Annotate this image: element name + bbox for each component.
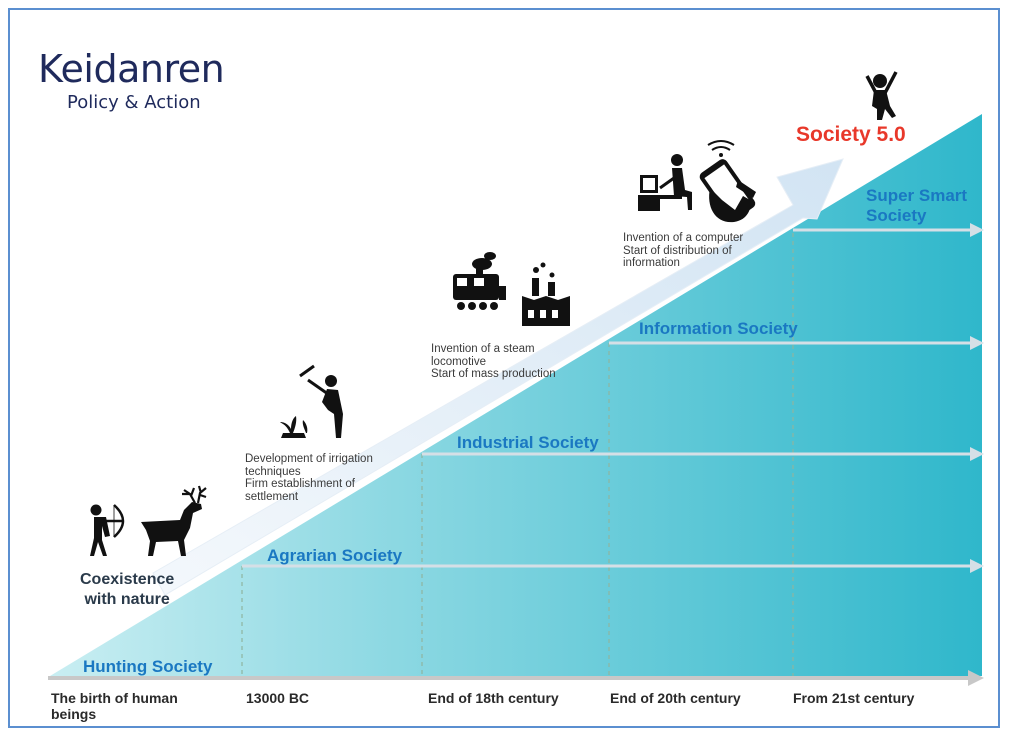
brand-logo: Keidanren [38,47,225,91]
timeline-label-20th-century: End of 20th century [610,690,741,706]
hunting-society-label: Hunting Society [83,657,213,676]
super-smart-line2: Society [866,206,927,225]
timeline-label-21st-century: From 21st century [793,690,915,706]
jumping-person-icon [865,71,898,120]
era-separators [241,233,794,676]
timeline-label-birth: The birth of human beings [51,690,178,722]
smartphone-hand-icon [699,140,756,223]
society-arrows [242,223,984,573]
diagram-frame: Keidanren Policy & Action Hunting Societ… [8,8,1000,728]
industrial-milestone-text: Invention of a steam locomotive Start of… [431,343,556,380]
brand-subtitle: Policy & Action [67,92,201,113]
nature-caption: Coexistence with nature [80,571,175,608]
farmer-hoe-icon [299,364,343,438]
factory-icon [522,262,570,326]
agrarian-society-label: Agrarian Society [267,546,403,565]
deer-icon [141,485,207,556]
progress-arrow [152,158,844,596]
steam-locomotive-icon [453,252,506,310]
timeline-axis [48,670,984,686]
timeline-label-13000bc: 13000 BC [246,690,310,706]
sprout-icon [280,416,308,438]
society-50-label: Society 5.0 [796,123,906,146]
information-society-label: Information Society [639,319,798,338]
computer-user-icon [638,154,692,211]
society-diagram [48,71,984,686]
super-smart-society-label: Super Smart Society [866,186,967,226]
information-milestone-text: Invention of a computer Start of distrib… [623,232,744,269]
timeline-label-18th-century: End of 18th century [428,690,559,706]
super-smart-line1: Super Smart [866,186,968,205]
industrial-society-label: Industrial Society [457,433,599,452]
society-growth-triangle [50,114,982,676]
archer-icon [90,504,125,556]
agrarian-milestone-text: Development of irrigation techniques Fir… [245,453,373,503]
